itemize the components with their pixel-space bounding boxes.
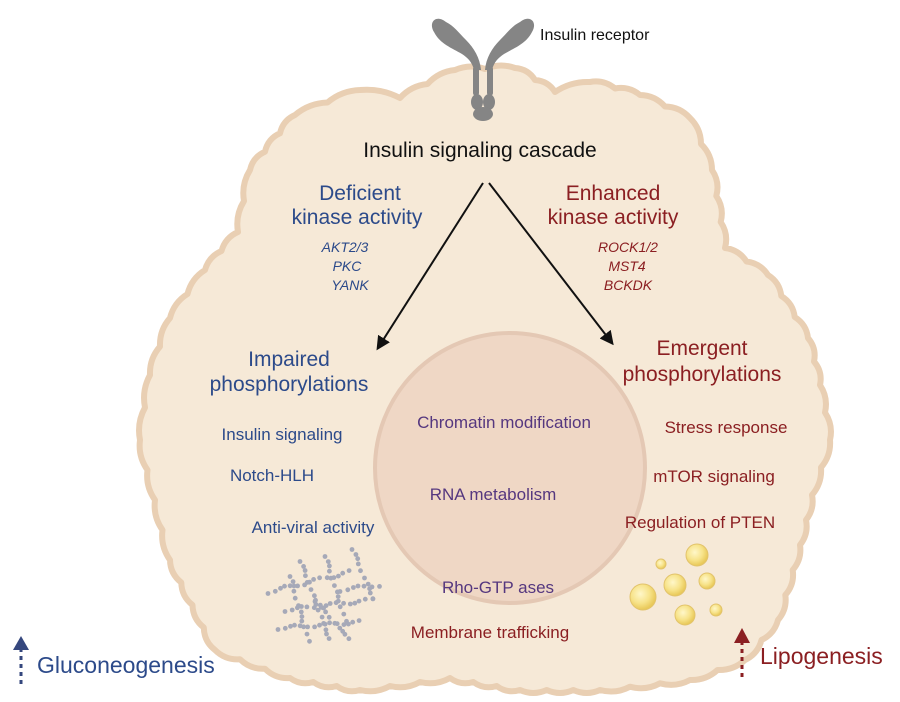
impaired-title-line2: phosphorylations [210,373,369,396]
gluconeogenesis-label: Gluconeogenesis [37,652,215,678]
membrane-trafficking-label: Membrane trafficking [411,623,569,642]
cascade-title: Insulin signaling cascade [363,139,596,162]
impaired-item: Anti-viral activity [252,518,375,537]
gluconeogenesis-up-arrow-icon [13,636,29,684]
receptor-label: Insulin receptor [540,27,650,44]
glycogen-icon [265,547,382,644]
deficient-title-line1: Deficient [319,182,401,205]
deficient-kinase: AKT2/3 [321,239,369,255]
deficient-kinase: PKC [333,258,363,274]
emergent-item: Regulation of PTEN [625,513,775,532]
enhanced-kinase: MST4 [608,258,646,274]
emergent-title-line2: phosphorylations [623,363,782,386]
lipid-droplets-icon [629,543,723,626]
impaired-item: Notch-HLH [230,466,314,485]
nucleus [373,331,647,605]
lipogenesis-up-arrow-icon [734,628,750,677]
enhanced-title-line1: Enhanced [566,182,661,205]
enhanced-title-line2: kinase activity [548,206,679,229]
nucleus-item: Chromatin modification [417,413,591,432]
deficient-title-line2: kinase activity [292,206,423,229]
insulin-receptor-icon [431,18,535,121]
emergent-item: mTOR signaling [653,467,775,486]
emergent-item: Stress response [665,418,788,437]
rho-gtpases-label: Rho-GTP ases [442,578,554,597]
lipogenesis-label: Lipogenesis [760,643,883,669]
nucleus-item: RNA metabolism [430,485,557,504]
arrow-to-impaired [376,182,484,351]
emergent-title-line1: Emergent [656,337,747,360]
arrow-to-emergent [488,182,614,346]
enhanced-kinase: ROCK1/2 [598,239,658,255]
deficient-kinase: YANK [331,277,369,293]
enhanced-kinase: BCKDK [604,277,653,293]
impaired-item: Insulin signaling [222,425,343,444]
impaired-title-line1: Impaired [248,348,330,371]
